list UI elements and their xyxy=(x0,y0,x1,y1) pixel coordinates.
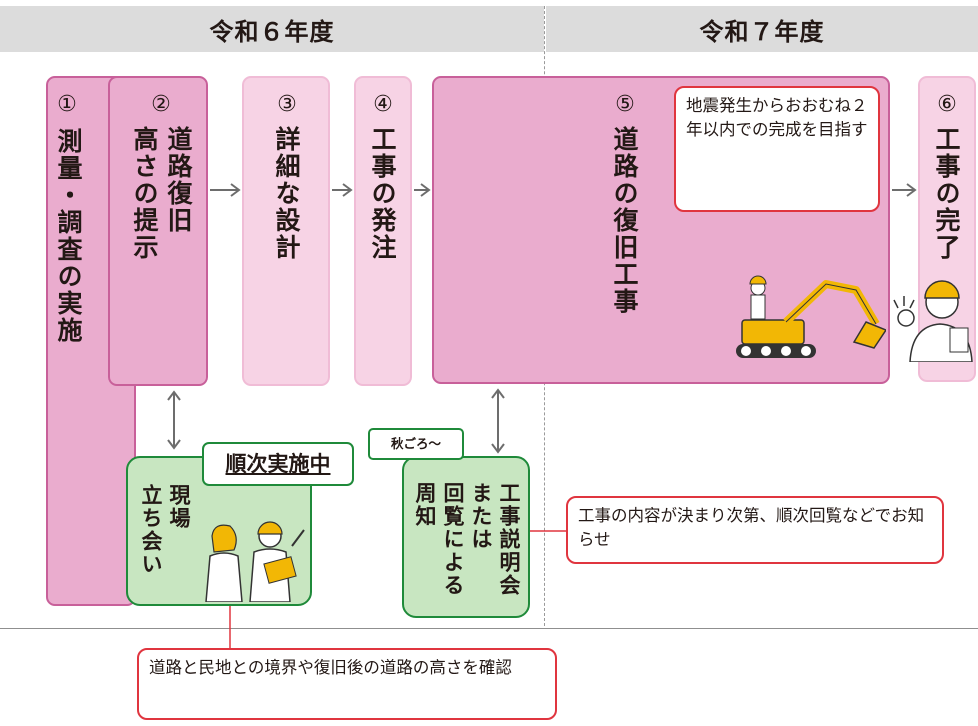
step-6-label: 工事の完了 xyxy=(932,126,961,261)
header-r6: 令和６年度 xyxy=(0,6,544,52)
step-3-design: ③ 詳細な設計 xyxy=(242,76,330,386)
briefing-label-4: 周知 xyxy=(413,482,437,528)
step-1-label: 測量・調査の実施 xyxy=(54,128,83,344)
step-3-number: ③ xyxy=(277,92,297,117)
right-arrow-icon xyxy=(210,183,241,197)
step-2-label-2: 高さの提示 xyxy=(130,126,159,261)
field-visit-tag-text: 順次実施中 xyxy=(225,452,331,476)
briefing-label-2: または xyxy=(469,482,493,551)
step-2-road-height: ② 道路復旧 高さの提示 xyxy=(108,76,208,386)
circulation-text: 工事の内容が決まり次第、順次回覧などでお知らせ xyxy=(578,506,925,549)
header-r6-label: 令和６年度 xyxy=(209,17,335,46)
step-5-number: ⑤ xyxy=(615,92,635,117)
bottom-divider xyxy=(0,628,978,629)
right-arrow-icon xyxy=(892,183,917,197)
double-arrow-icon xyxy=(167,390,181,450)
field-visit-illustration xyxy=(205,521,305,602)
boundary-text: 道路と民地との境界や復旧後の道路の高さを確認 xyxy=(149,658,512,677)
briefing-label-3: 回覧による xyxy=(441,482,465,597)
step-6-number: ⑥ xyxy=(937,92,957,117)
briefing-tag-text: 秋ごろ～ xyxy=(390,436,441,451)
right-arrow-icon xyxy=(332,183,353,197)
step-3-label: 詳細な設計 xyxy=(272,126,301,261)
step-4-label: 工事の発注 xyxy=(368,126,397,261)
completion-goal-text: 地震発生からおおむね２年以内での完成を目指す xyxy=(686,96,868,139)
double-arrow-icon xyxy=(491,388,505,454)
excavator-illustration xyxy=(736,275,886,358)
field-visit-label-2: 立ち会い xyxy=(139,484,163,576)
right-arrow-icon xyxy=(414,183,431,197)
briefing-box: 工事説明会 または 回覧による 周知 xyxy=(402,456,530,618)
step-4-number: ④ xyxy=(373,92,393,117)
briefing-tag: 秋ごろ～ xyxy=(368,428,464,460)
step-2-label-1: 道路復旧 xyxy=(164,126,193,234)
circulation-note: 工事の内容が決まり次第、順次回覧などでお知らせ xyxy=(566,496,944,564)
worker-ok-illustration xyxy=(893,280,973,362)
boundary-note: 道路と民地との境界や復旧後の道路の高さを確認 xyxy=(137,648,557,720)
header-r7-label: 令和７年度 xyxy=(699,17,825,46)
step-4-order: ④ 工事の発注 xyxy=(354,76,412,386)
header-r7: 令和７年度 xyxy=(546,6,978,52)
step-5-label: 道路の復旧工事 xyxy=(610,126,639,315)
step-1-number: ① xyxy=(57,92,77,117)
step-5-construction: ⑤ 道路の復旧工事 地震発生からおおむね２年以内での完成を目指す xyxy=(432,76,890,384)
completion-goal-note: 地震発生からおおむね２年以内での完成を目指す xyxy=(674,86,880,212)
field-visit-tag: 順次実施中 xyxy=(202,442,354,486)
briefing-label-1: 工事説明会 xyxy=(497,482,521,597)
field-visit-label-1: 現場 xyxy=(167,484,191,530)
step-2-number: ② xyxy=(151,92,171,117)
